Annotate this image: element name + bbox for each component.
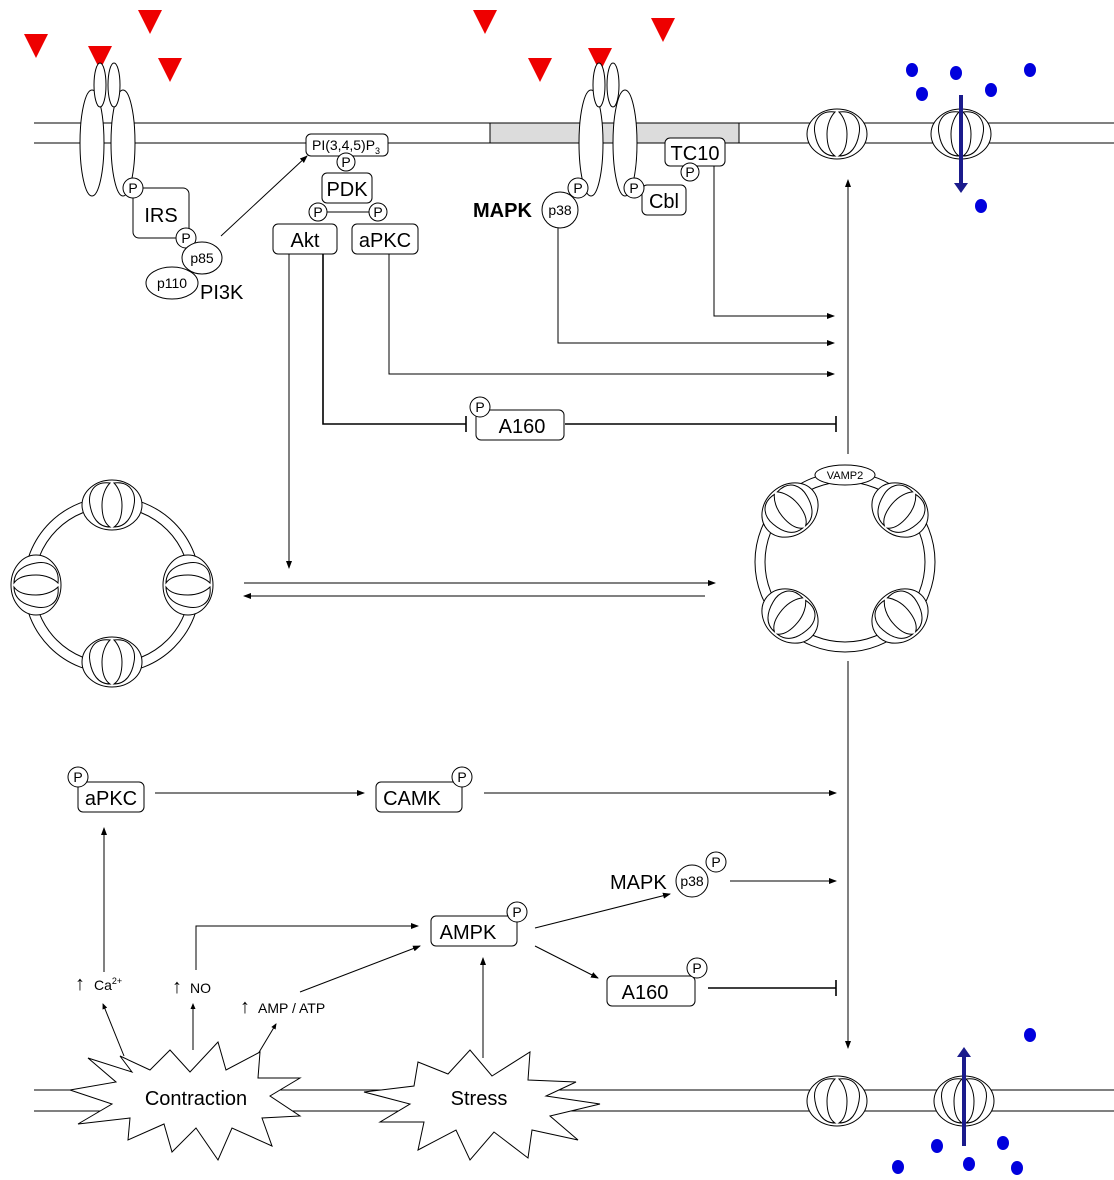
a160-top: A160 P [470, 397, 564, 440]
glucose-dot [1024, 1028, 1036, 1042]
phospho-label: P [457, 769, 466, 785]
irs-pi3k-complex: IRS P P p85 p110 PI3K [123, 178, 244, 304]
apkc-label: aPKC [85, 788, 137, 810]
cbl-tc10: Cbl P TC10 P [624, 138, 725, 215]
stress-burst: Stress [364, 1050, 600, 1160]
contraction-label: Contraction [145, 1088, 247, 1110]
camk-label: CAMK [383, 788, 441, 810]
insulin-markers [24, 10, 675, 82]
amp-atp-label: AMP / ATP [258, 1000, 325, 1016]
phospho-label: P [475, 399, 484, 415]
contraction-burst: Contraction [70, 1042, 300, 1160]
glucose-dot [1011, 1161, 1023, 1175]
p85-label: p85 [190, 250, 214, 266]
mapk-label: MAPK [610, 872, 667, 894]
akt-label: Akt [291, 230, 320, 252]
contraction-apkc: aPKC P [68, 767, 144, 812]
insulin-marker [24, 34, 48, 58]
glucose-dot [985, 83, 997, 97]
phospho-label: P [313, 204, 322, 220]
phospho-label: P [573, 180, 582, 196]
pdk-label: PDK [326, 179, 368, 201]
no-label-group: ↑ NO [172, 976, 211, 998]
phospho-label: P [711, 854, 720, 870]
phospho-label: P [128, 180, 137, 196]
glucose-dot [892, 1160, 904, 1174]
a160-bottom: A160 P [607, 958, 707, 1006]
up-arrow: ↑ [75, 973, 85, 995]
phospho-label: P [692, 960, 701, 976]
glucose-dot [931, 1139, 943, 1153]
phospho-label: P [629, 180, 638, 196]
glucose-dot [963, 1157, 975, 1171]
vamp2-label: VAMP2 [827, 470, 863, 482]
p38-label: p38 [548, 202, 572, 218]
insulin-marker [473, 10, 497, 34]
pdk-akt-apkc-cascade: PI(3,4,5)P3 P PDK P P Akt aPKC [273, 134, 418, 254]
insulin-marker [528, 58, 552, 82]
phospho-label: P [341, 154, 350, 170]
insulin-marker [138, 10, 162, 34]
phospho-label: P [685, 164, 694, 180]
insulin-receptor-left [80, 63, 135, 196]
cbl-label: Cbl [649, 191, 679, 213]
amp-atp-label-group: ↑ AMP / ATP [240, 996, 325, 1018]
glucose-dot [906, 63, 918, 77]
ca-label-group: ↑ Ca2+ [75, 973, 122, 995]
glucose-dot [975, 199, 987, 213]
glut4-bottom-1 [807, 1076, 867, 1126]
glut4-storage-vesicle-left [11, 480, 213, 687]
glut4-top-1 [807, 109, 867, 159]
p38-label: p38 [680, 873, 704, 889]
tc10-label: TC10 [671, 143, 720, 165]
glucose-dot [1024, 63, 1036, 77]
glucose-dot [997, 1136, 1009, 1150]
glut4-vesicle-right: VAMP2 [751, 465, 939, 654]
mapk-p38-bottom: MAPK p38 P [610, 852, 726, 897]
p110-label: p110 [157, 275, 187, 291]
ampk: AMPK P [431, 902, 527, 946]
insulin-marker [651, 18, 675, 42]
stress-label: Stress [451, 1088, 508, 1110]
phospho-label: P [512, 904, 521, 920]
phospho-label: P [73, 769, 82, 785]
a160-label: A160 [622, 982, 669, 1004]
irs-label: IRS [144, 205, 177, 227]
mapk-label: MAPK [473, 200, 532, 222]
up-arrow: ↑ [172, 976, 182, 998]
no-label: NO [190, 980, 211, 996]
pi3k-label: PI3K [200, 282, 244, 304]
glucose-dot [916, 87, 928, 101]
glucose-dot [950, 66, 962, 80]
ampk-label: AMPK [440, 922, 497, 944]
apkc-label: aPKC [359, 230, 411, 252]
mapk-p38-top: MAPK p38 P [473, 178, 588, 228]
camk: CAMK P [376, 767, 472, 812]
a160-label: A160 [499, 416, 546, 438]
phospho-label: P [373, 204, 382, 220]
up-arrow: ↑ [240, 996, 250, 1018]
ca-label: Ca2+ [94, 976, 122, 993]
phospho-label: P [181, 230, 190, 246]
insulin-marker [158, 58, 182, 82]
